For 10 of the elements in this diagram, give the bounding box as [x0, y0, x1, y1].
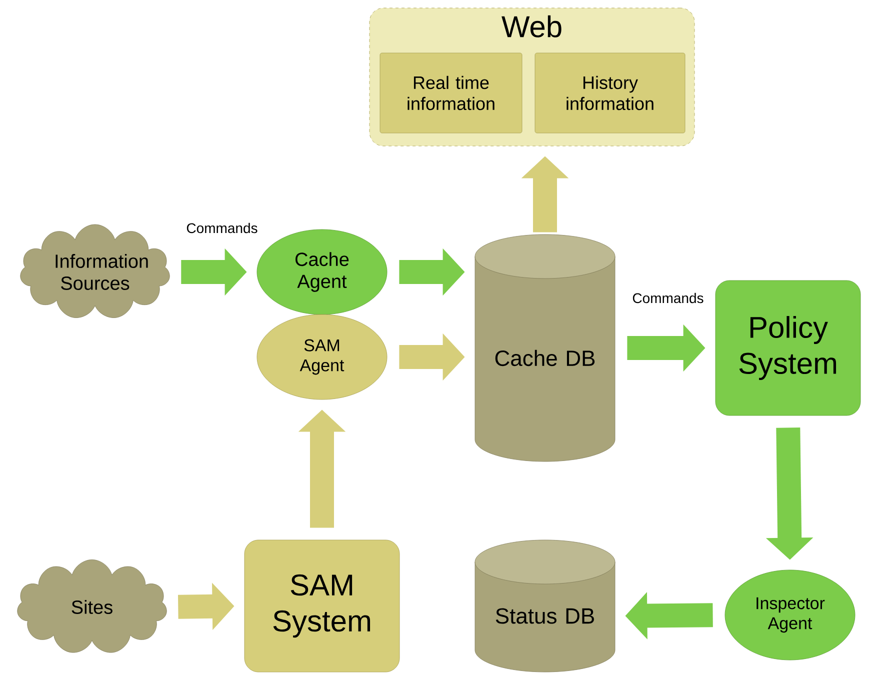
cloud: Information Sources: [20, 224, 170, 318]
edge-label: Commands: [185, 222, 259, 234]
edge-label: Commands: [631, 292, 705, 304]
info-box: Real time information: [380, 52, 522, 134]
database-cylinder: Cache DB: [474, 234, 616, 462]
cloud: Sites: [17, 560, 167, 653]
process-box: SAM System: [244, 540, 400, 672]
process-box: Policy System: [715, 280, 861, 416]
database-cylinder: Status DB: [474, 540, 616, 672]
info-box: History information: [534, 52, 686, 134]
